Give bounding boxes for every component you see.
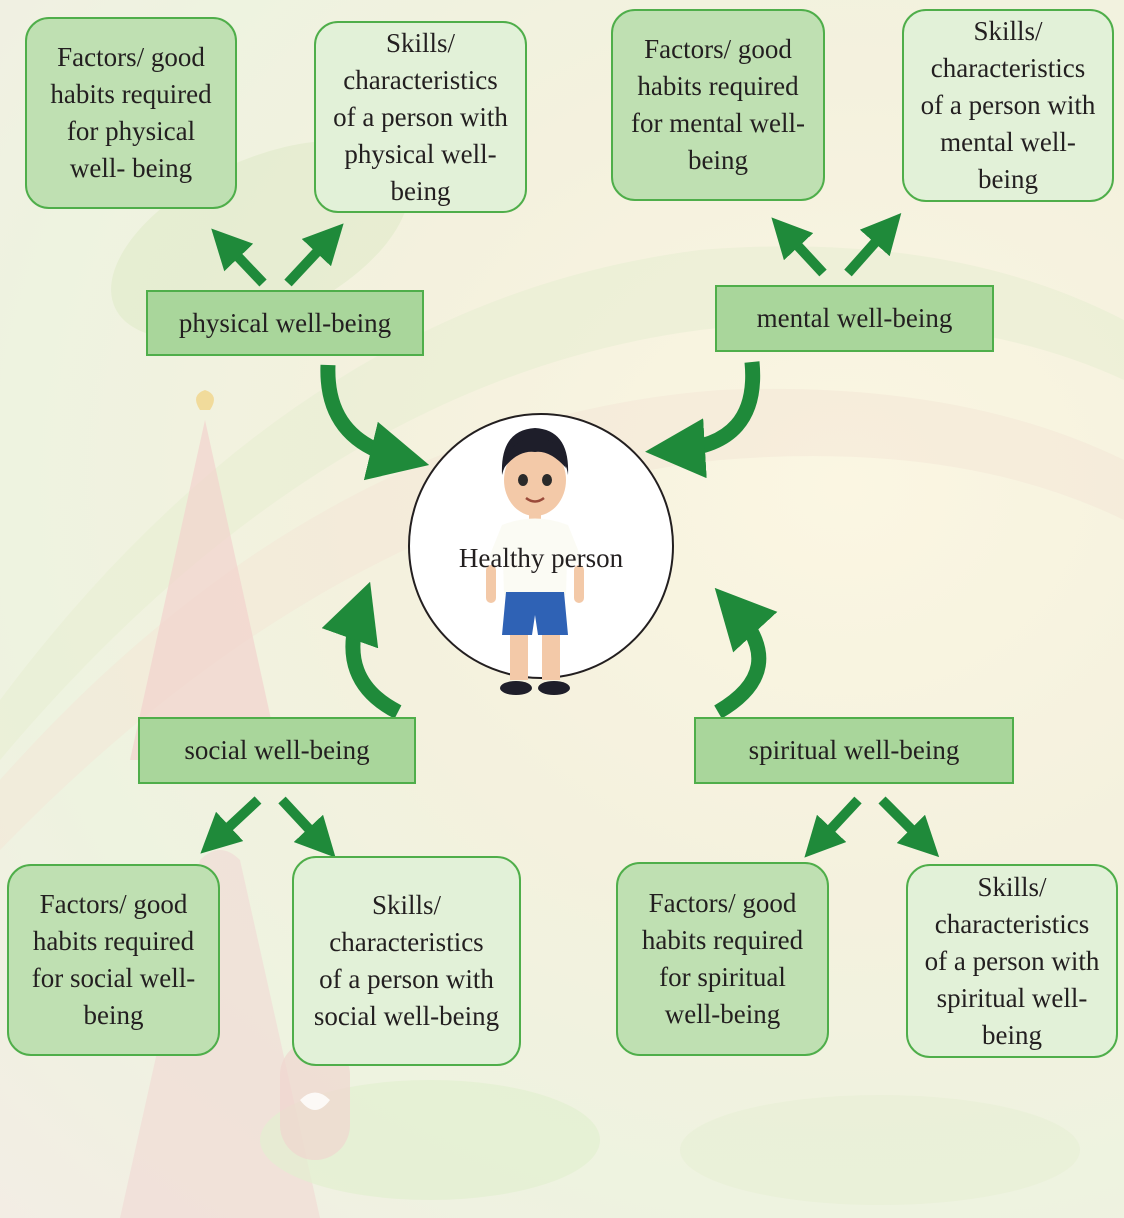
mental-factors-line: for mental well- xyxy=(631,108,805,138)
social-factors-box: Factors/ good habits required for social… xyxy=(7,864,220,1056)
spiritual-factors-box: Factors/ good habits required for spirit… xyxy=(616,862,829,1056)
physical-skills-line: characteristics xyxy=(343,64,498,95)
social-factors-line: being xyxy=(83,1000,144,1030)
social-skills-line: characteristics xyxy=(329,927,484,957)
physical-wellbeing-text: physical well-being xyxy=(178,307,392,338)
arrow-social-to-skills xyxy=(278,796,336,858)
curved-arrow-physical-to-center xyxy=(320,364,430,481)
social-skills-line: social well-being xyxy=(313,1001,500,1031)
physical-factors-line: for physical xyxy=(66,116,196,146)
spiritual-skills-box: Skills/ characteristics of a person with… xyxy=(906,864,1118,1058)
healthy-person-label: Healthy person xyxy=(458,543,624,573)
mental-skills-line: mental well- xyxy=(940,127,1076,157)
physical-skills-line: physical well- xyxy=(344,138,497,169)
social-wellbeing-text: social well-being xyxy=(184,735,370,765)
physical-skills-line: of a person with xyxy=(333,101,508,132)
social-skills-line: of a person with xyxy=(319,964,494,994)
mental-skills-box: Skills/ characteristics of a person with… xyxy=(902,9,1114,202)
spiritual-factors-line: well-being xyxy=(664,999,781,1029)
spiritual-wellbeing-label: spiritual well-being xyxy=(694,717,1014,784)
physical-factors-box: Factors/ good habits required for physic… xyxy=(25,17,237,209)
spiritual-skills-line: Skills/ xyxy=(977,871,1047,902)
spiritual-skills-line: of a person with xyxy=(924,945,1100,976)
arrow-spiritual-to-factors xyxy=(804,796,862,858)
mental-factors-box: Factors/ good habits required for mental… xyxy=(611,9,825,201)
social-skills-line: Skills/ xyxy=(371,890,441,920)
spiritual-wellbeing-text: spiritual well-being xyxy=(748,735,960,765)
mental-skills-line: characteristics xyxy=(930,53,1086,83)
spiritual-skills-line: characteristics xyxy=(934,908,1090,939)
curved-arrow-spiritual-to-center xyxy=(714,587,778,719)
arrow-mental-to-factors xyxy=(771,217,827,277)
social-skills-box: Skills/ characteristics of a person with… xyxy=(292,856,521,1066)
spiritual-skills-line: being xyxy=(982,1019,1042,1050)
mental-factors-line: Factors/ good xyxy=(644,34,792,64)
social-factors-line: habits required xyxy=(32,926,195,956)
physical-factors-line: habits required xyxy=(50,79,212,109)
spiritual-factors-line: habits required xyxy=(641,925,804,955)
physical-skills-line: being xyxy=(390,175,451,206)
mental-factors-line: habits required xyxy=(637,71,799,101)
curved-arrow-social-to-center xyxy=(321,581,402,719)
mental-skills-line: of a person with xyxy=(920,90,1096,120)
arrow-mental-to-skills xyxy=(844,213,902,277)
mental-skills-line: being xyxy=(978,164,1038,194)
mental-factors-line: being xyxy=(688,145,748,175)
physical-factors-line: Factors/ good xyxy=(57,42,205,72)
social-factors-line: for social well- xyxy=(31,963,196,993)
spiritual-skills-line: spiritual well- xyxy=(936,982,1088,1013)
spiritual-factors-line: for spiritual xyxy=(659,962,786,992)
arrow-physical-to-skills xyxy=(284,223,344,287)
boy-figure-icon xyxy=(486,428,584,695)
physical-wellbeing-label: physical well-being xyxy=(146,290,424,356)
mental-skills-line: Skills/ xyxy=(973,16,1043,46)
arrow-spiritual-to-skills xyxy=(878,796,940,858)
social-factors-line: Factors/ good xyxy=(39,889,188,919)
arrow-social-to-factors xyxy=(200,796,262,854)
physical-skills-box: Skills/ characteristics of a person with… xyxy=(314,21,527,213)
social-wellbeing-label: social well-being xyxy=(138,717,416,784)
physical-skills-line: Skills/ xyxy=(385,27,456,58)
mental-wellbeing-label: mental well-being xyxy=(715,285,994,352)
curved-arrow-mental-to-center xyxy=(645,361,761,479)
physical-factors-line: well- being xyxy=(69,153,193,183)
arrow-physical-to-factors xyxy=(211,228,267,287)
mental-wellbeing-text: mental well-being xyxy=(756,303,953,333)
spiritual-factors-line: Factors/ good xyxy=(648,888,797,918)
